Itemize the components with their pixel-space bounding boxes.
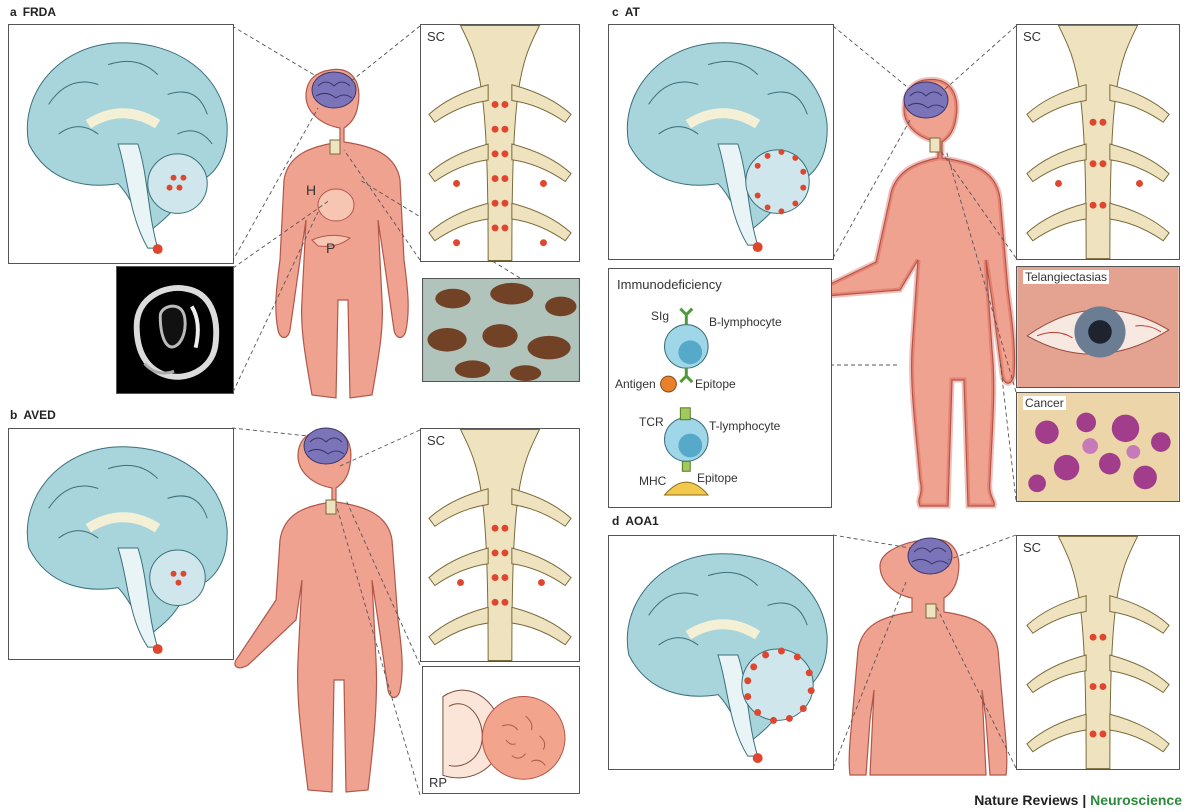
panel-a-letter: a: [10, 5, 17, 19]
brain-sagittal-d: [609, 536, 833, 769]
telangiectasias-box: Telangiectasias: [1016, 266, 1180, 388]
body-figure-a: [276, 69, 408, 398]
heart-mri-drawing: [117, 267, 233, 393]
tcr-label: TCR: [639, 415, 664, 429]
telangiectasias-label: Telangiectasias: [1023, 270, 1109, 284]
cancer-label: Cancer: [1023, 396, 1066, 410]
journal-credit: Nature Reviews | Neuroscience: [974, 792, 1182, 808]
pancreas-label: P: [326, 240, 335, 256]
eye-photo-drawing: [1017, 267, 1179, 387]
mhc-label: MHC: [639, 474, 666, 488]
immunodeficiency-box: Immunodeficiency SIg B-lymphocyte Antige…: [608, 268, 832, 508]
eye-box: RP: [422, 666, 580, 794]
panel-b-title: AVED: [23, 408, 55, 422]
brain-box-d: [608, 535, 834, 770]
spinal-cord-box-b: SC: [420, 428, 580, 662]
body-figure-b: [235, 428, 402, 792]
sc-label-c: SC: [1023, 29, 1041, 44]
panel-c-heading: c AT: [612, 5, 640, 19]
panel-b-letter: b: [10, 408, 17, 422]
brain-sagittal-b: [9, 429, 233, 659]
brain-sagittal-a: [9, 25, 233, 263]
credit-section: Neuroscience: [1090, 792, 1182, 808]
sc-label-b: SC: [427, 433, 445, 448]
body-figure-c: [816, 79, 1015, 506]
panel-c-title: AT: [625, 5, 640, 19]
spinal-cord-d: [1017, 536, 1179, 769]
panel-a-heading: a FRDA: [10, 5, 56, 19]
panel-c-letter: c: [612, 5, 619, 19]
spinal-cord-box-c: SC: [1016, 24, 1180, 260]
brain-sagittal-c: [609, 25, 833, 259]
panel-d-letter: d: [612, 514, 619, 528]
body-figure-d: [849, 538, 1007, 775]
credit-journal: Nature Reviews: [974, 792, 1078, 808]
heart-mri-image: [116, 266, 234, 394]
epitope-label-2: Epitope: [697, 471, 738, 485]
brain-box-c: [608, 24, 834, 260]
antigen-label: Antigen: [615, 377, 656, 391]
brain-box-a: [8, 24, 234, 264]
spinal-cord-box-d: SC: [1016, 535, 1180, 770]
spinal-cord-box-a: SC: [420, 24, 580, 262]
panel-a-title: FRDA: [23, 5, 56, 19]
brain-box-b: [8, 428, 234, 660]
sc-label-d: SC: [1023, 540, 1041, 555]
b-lymphocyte-label: B-lymphocyte: [709, 315, 782, 329]
epitope-label-1: Epitope: [695, 377, 736, 391]
panel-d-title: AOA1: [625, 514, 658, 528]
heart-label: H: [306, 182, 316, 198]
sc-label-a: SC: [427, 29, 445, 44]
panel-d-heading: d AOA1: [612, 514, 659, 528]
spinal-cord-c: [1017, 25, 1179, 259]
histology-image: [422, 278, 580, 382]
credit-separator: |: [1078, 792, 1090, 808]
sig-label: SIg: [651, 309, 669, 323]
spinal-cord-a: [421, 25, 579, 261]
immunodeficiency-title: Immunodeficiency: [617, 277, 722, 292]
rp-label: RP: [429, 775, 447, 790]
histology-drawing: [423, 279, 579, 381]
cancer-box: Cancer: [1016, 392, 1180, 502]
t-lymphocyte-label: T-lymphocyte: [709, 419, 780, 433]
panel-b-heading: b AVED: [10, 408, 56, 422]
spinal-cord-b: [421, 429, 579, 661]
